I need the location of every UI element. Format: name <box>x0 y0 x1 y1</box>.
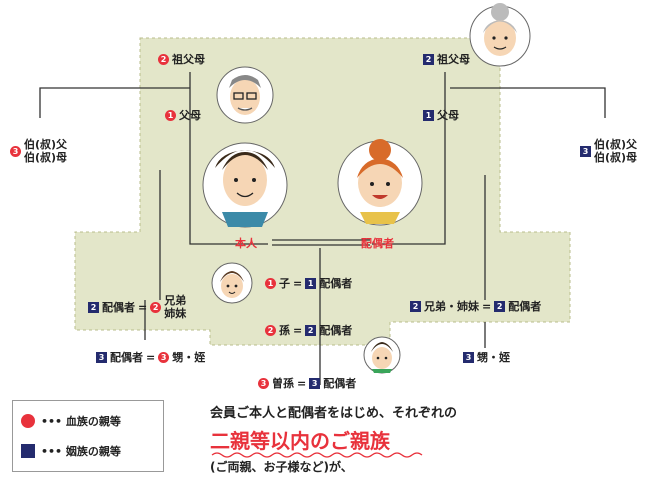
uncle-blood-label: 3 伯(叔)父 伯(叔)母 <box>10 138 67 164</box>
nephew-inlaw-label: 3 甥・姪 <box>463 351 510 364</box>
parent-inlaw-label: 1 父母 <box>423 109 459 122</box>
spouse-portrait-illustration <box>337 139 423 226</box>
caption-underline <box>211 452 423 458</box>
child-portrait-illustration <box>211 262 253 304</box>
grandchild-label: 2 孫 = 2 配偶者 <box>265 324 352 337</box>
legend: ••• 血族の親等 ••• 姻族の親等 <box>12 400 164 472</box>
red-circle-icon <box>21 414 35 428</box>
child-label: 1 子 = 1 配偶者 <box>265 277 352 290</box>
grandmother-portrait-illustration <box>469 3 531 67</box>
legend-blood: ••• 血族の親等 <box>21 413 121 429</box>
parent-blood-label: 1 父母 <box>165 109 201 122</box>
sibling-blood-label: 2 配偶者 = 2 兄弟 姉妹 <box>88 294 186 320</box>
grandparent-blood-label: 2 祖父母 <box>158 53 205 66</box>
within-second-degree-area <box>74 37 571 346</box>
navy-square-icon <box>21 444 35 458</box>
caption-line1: 会員ご本人と配偶者をはじめ、それぞれの <box>210 406 458 421</box>
self-label: 本人 <box>235 237 257 250</box>
marriage-line <box>272 239 370 246</box>
caption-line2: 二親等以内のご親族 <box>210 429 390 453</box>
grandfather-portrait-illustration <box>216 66 274 124</box>
spouse-label: 配偶者 <box>361 237 394 250</box>
sibling-inlaw-label: 2 兄弟・姉妹 = 2 配偶者 <box>410 300 541 313</box>
uncle-inlaw-label: 3 伯(叔)父 伯(叔)母 <box>580 138 637 164</box>
grandparent-inlaw-label: 2 祖父母 <box>423 53 470 66</box>
self-portrait-illustration <box>202 142 288 228</box>
grandchild-portrait-illustration <box>363 336 401 374</box>
connector-lines <box>39 72 606 385</box>
legend-inlaw: ••• 姻族の親等 <box>21 443 121 459</box>
caption-line3: (ご両親、お子様など)が、 <box>210 460 353 474</box>
great-grandchild-label: 3 曽孫 = 3 配偶者 <box>258 377 356 390</box>
nephew-blood-label: 3 配偶者 = 3 甥・姪 <box>96 351 205 364</box>
